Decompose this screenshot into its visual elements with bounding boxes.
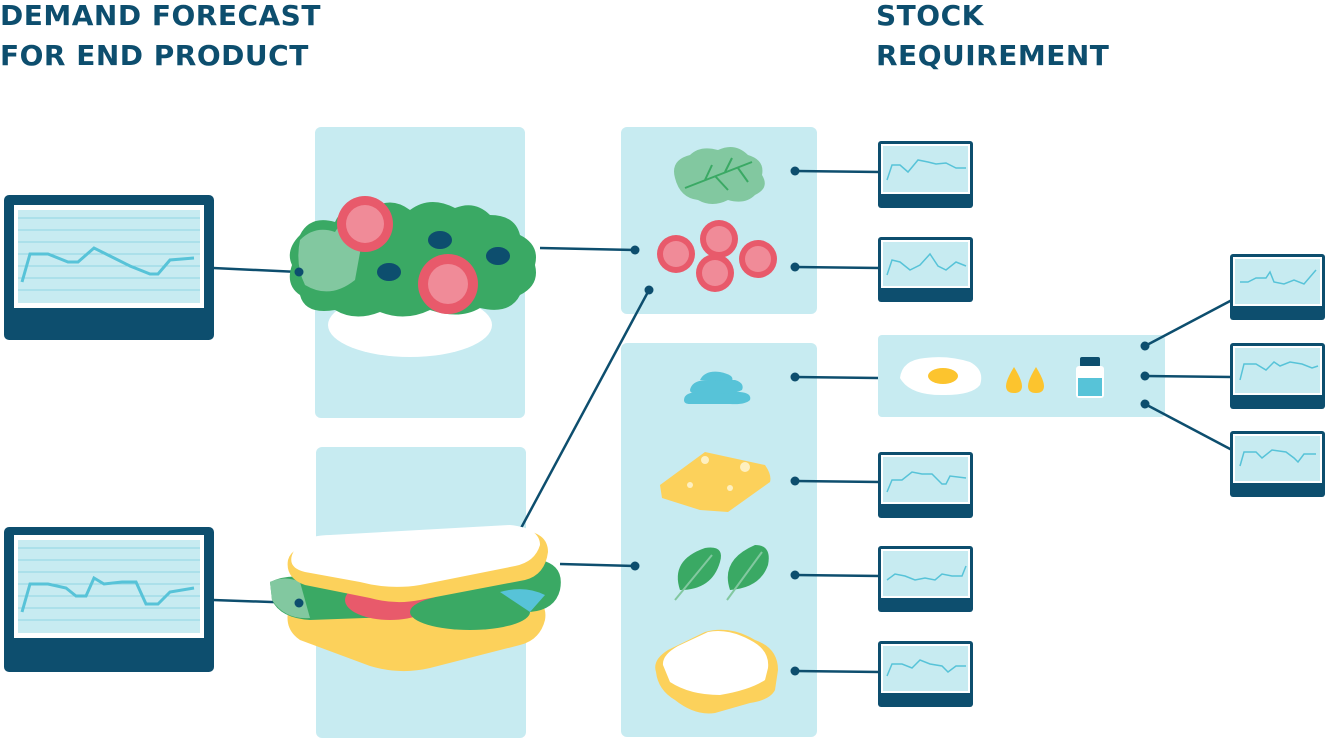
connector-oil-stock <box>1144 374 1233 379</box>
connector-sandwich-tomato <box>518 289 651 531</box>
salad-demand-trend-line <box>20 246 195 283</box>
sandwich-demand-trend-line <box>20 575 195 613</box>
stock-requirement-heading-line-2: REQUIREMENT <box>876 39 1110 72</box>
salad-demand-monitor <box>4 195 214 340</box>
connector-tomato-stock <box>794 265 881 270</box>
connector-egg-stock <box>1144 298 1233 348</box>
egg-stock-monitor <box>1230 254 1325 320</box>
mayonnaise-icon <box>684 371 751 405</box>
lettuce-icon <box>674 146 765 204</box>
bread-slice-icon <box>655 629 778 714</box>
connector-cheese-stock <box>794 479 881 484</box>
salt-shaker-icon <box>1076 357 1104 398</box>
demand-forecast-heading-line-2: FOR END PRODUCT <box>0 39 309 72</box>
oil-stock-monitor <box>1230 343 1325 409</box>
connector-bread-stock <box>794 669 881 674</box>
oil-drops-icon <box>1006 367 1044 393</box>
sandwich-ingredients-panel <box>621 343 817 737</box>
fried-egg-icon <box>900 357 982 396</box>
lettuce-stock-monitor <box>878 141 973 208</box>
connector-sandwich-spinach <box>559 562 636 568</box>
connector-salad-tomato <box>539 246 636 252</box>
spinach-icon <box>674 545 769 601</box>
demand-forecast-heading-line-1: DEMAND FORECAST <box>0 0 321 32</box>
sandwich-demand-monitor <box>4 527 214 672</box>
stock-requirement-heading-line-1: STOCK <box>876 0 984 32</box>
connectors <box>212 169 1233 674</box>
tomato-slices-icon <box>657 220 777 292</box>
demand-forecast-heading: DEMAND FORECAST FOR END PRODUCT <box>0 0 321 76</box>
connector-spinach-stock <box>794 573 881 578</box>
stock-requirement-heading: STOCK REQUIREMENT <box>876 0 1109 76</box>
salt-stock-monitor <box>1230 431 1325 497</box>
tomato-stock-monitor <box>878 237 973 302</box>
cheese-icon <box>660 452 771 512</box>
connector-monitor-salad <box>212 266 300 274</box>
connector-salt-stock <box>1144 402 1233 452</box>
sandwich-icon <box>270 525 561 672</box>
spinach-stock-monitor <box>878 546 973 612</box>
bread-stock-monitor <box>878 641 973 707</box>
connector-lettuce-stock <box>794 169 881 174</box>
salad-icon <box>289 196 536 357</box>
connector-dots <box>294 166 1150 676</box>
cheese-stock-monitor <box>878 452 973 518</box>
connector-mayo-panel <box>794 375 879 380</box>
